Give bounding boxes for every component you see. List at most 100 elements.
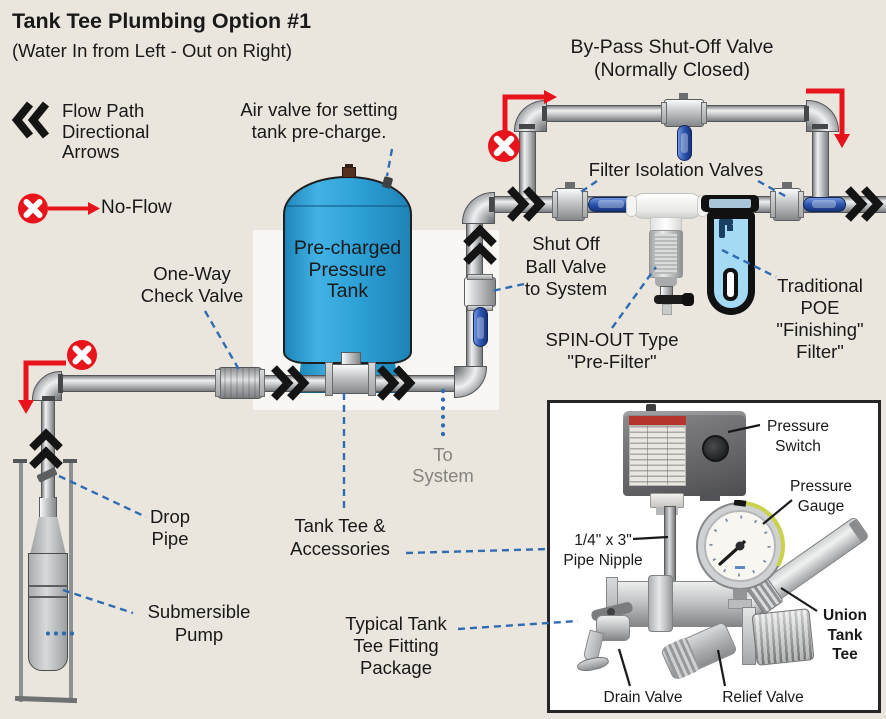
prefilter-reducer: [655, 277, 677, 287]
pipe-joint: [542, 106, 547, 121]
relief-valve-cap: [662, 636, 701, 681]
legend-flow-chevrons-icon: [11, 101, 50, 139]
callout-tank-tee: Tank Tee & Accessories: [290, 515, 390, 559]
pump-seam: [29, 596, 67, 598]
valve-nut: [770, 191, 776, 218]
valve-handle-tag: [598, 200, 624, 208]
legend-no-flow-arrow: [48, 202, 100, 215]
pressure-switch-conduit: [700, 489, 720, 501]
callout-shutoff-valve: Shut Off Ball Valve to System: [524, 233, 608, 299]
prefilter-tee-socket: [626, 195, 637, 217]
valve-nut: [661, 102, 667, 124]
callout-spin-out: SPIN-OUT Type "Pre-Filter": [545, 329, 679, 372]
drain-valve-flange: [576, 654, 610, 674]
submersible-pump-body: [28, 553, 68, 671]
page-title: Tank Tee Plumbing Option #1: [12, 9, 312, 33]
callout-air-valve: Air valve for setting tank pre-charge.: [240, 99, 398, 142]
shutoff-ball-valve-body: [464, 277, 496, 307]
bypass-right-pipe: [812, 128, 829, 198]
poe-filter-icon-cap-inner: [709, 199, 751, 208]
page-subtitle: (Water In from Left - Out on Right): [12, 40, 292, 61]
gauge-stem: [733, 589, 747, 601]
prefilter-tee: [631, 193, 703, 219]
gauge-stem-nut: [728, 599, 752, 609]
valve-handle-tag: [812, 200, 836, 208]
tee-coupling-ring: [648, 575, 673, 632]
valve-stem: [565, 182, 575, 189]
callout-drop-pipe: Drop Pipe: [149, 506, 191, 549]
fitting-package-inset: Pressure Switch Pressure Gauge 1/4" x 3"…: [547, 400, 881, 713]
poe-filter-icon-mark: [719, 219, 725, 238]
callout-fitting-package: Typical Tank Tee Fitting Package: [345, 613, 447, 678]
valve-nut: [467, 274, 493, 280]
well-casing-left: [19, 462, 23, 702]
shutoff-ball-valve-handle: [473, 307, 488, 347]
leader-tank-tee-horizontal: [405, 547, 550, 555]
callout-filter-isolation: Filter Isolation Valves: [588, 159, 764, 180]
pressure-switch-nipple: [646, 404, 656, 414]
tank-label: Pre-charged Pressure Tank: [293, 237, 402, 302]
pressure-gauge-photo: [696, 500, 786, 590]
tank-seam: [287, 205, 408, 207]
pressure-switch-label: [629, 425, 686, 486]
drop-pipe: [41, 397, 55, 498]
poe-filter-icon-mark: [719, 219, 733, 225]
pipe-joint: [804, 106, 809, 121]
prefilter-outlet: [662, 304, 672, 315]
legend-no-flow-icon: [18, 193, 48, 224]
well-bottom: [14, 695, 78, 704]
inset-label-drain-valve: Drain Valve: [603, 689, 683, 706]
inset-label-pressure-gauge: Pressure Gauge: [789, 478, 853, 515]
filter-isolation-valve-left-body: [555, 188, 585, 221]
inset-label-pressure-switch: Pressure Switch: [766, 418, 830, 455]
legend-no-flow-label: No-Flow: [101, 197, 172, 218]
prefilter-drain-handle: [654, 295, 690, 304]
valve-nut: [552, 191, 558, 218]
valve-handle-tag: [477, 317, 484, 339]
callout-poe-filter: Traditional POE "Finishing" Filter": [776, 275, 864, 362]
valve-stem: [782, 182, 792, 189]
pump-seam: [29, 585, 67, 587]
leader-air-valve: [385, 148, 394, 177]
leader-check-valve: [203, 310, 243, 374]
drain-valve-bolt: [607, 608, 615, 616]
pump-intake-dots: [46, 631, 76, 636]
submersible-pump-shoulder: [30, 517, 66, 555]
pipe-joint: [489, 197, 494, 212]
leader-submersible-pump: [62, 588, 134, 615]
check-valve: [217, 367, 263, 399]
valve-stem: [679, 93, 688, 99]
callout-submersible-pump: Submersible Pump: [147, 601, 251, 645]
submersible-pump-neck: [39, 497, 57, 519]
pipe-joint: [812, 124, 828, 129]
callout-to-system: To System: [412, 444, 474, 486]
inset-label-pipe-nipple: 1/4" x 3" Pipe Nipple: [563, 532, 643, 569]
pipe-joint: [519, 124, 535, 129]
pipe-joint: [58, 374, 63, 393]
filter-isolation-valve-right-body: [773, 188, 801, 221]
well-casing-right: [69, 462, 73, 702]
prefilter-element: [655, 234, 677, 274]
prefilter-drain-knob: [682, 293, 694, 306]
tank-tee-flange: [368, 362, 376, 396]
legend-flow-path-label: Flow Path Directional Arrows: [62, 100, 150, 162]
well-casing-top-tick: [13, 459, 27, 463]
bypass-no-flow-icon: [488, 130, 520, 162]
pipe-nipple-photo: [664, 506, 676, 584]
tank-tee-flange: [325, 362, 333, 396]
tank-air-valve-cap: [342, 167, 356, 178]
check-valve-end: [259, 369, 265, 397]
valve-handle-tag: [681, 133, 688, 153]
well-no-flow-icon: [67, 340, 97, 370]
pressure-switch-danger-strip: [629, 416, 686, 425]
prefilter-neck: [650, 217, 682, 231]
valve-nut: [701, 102, 707, 124]
union-pipe-end: [848, 518, 869, 543]
inset-label-relief-valve: Relief Valve: [722, 689, 804, 706]
tank-tee-hub: [329, 364, 373, 394]
pressure-switch-port: [702, 435, 729, 462]
poe-filter-icon-mark: [727, 225, 733, 231]
check-valve-end: [215, 369, 221, 397]
callout-bypass-valve: By-Pass Shut-Off Valve (Normally Closed): [570, 36, 774, 81]
